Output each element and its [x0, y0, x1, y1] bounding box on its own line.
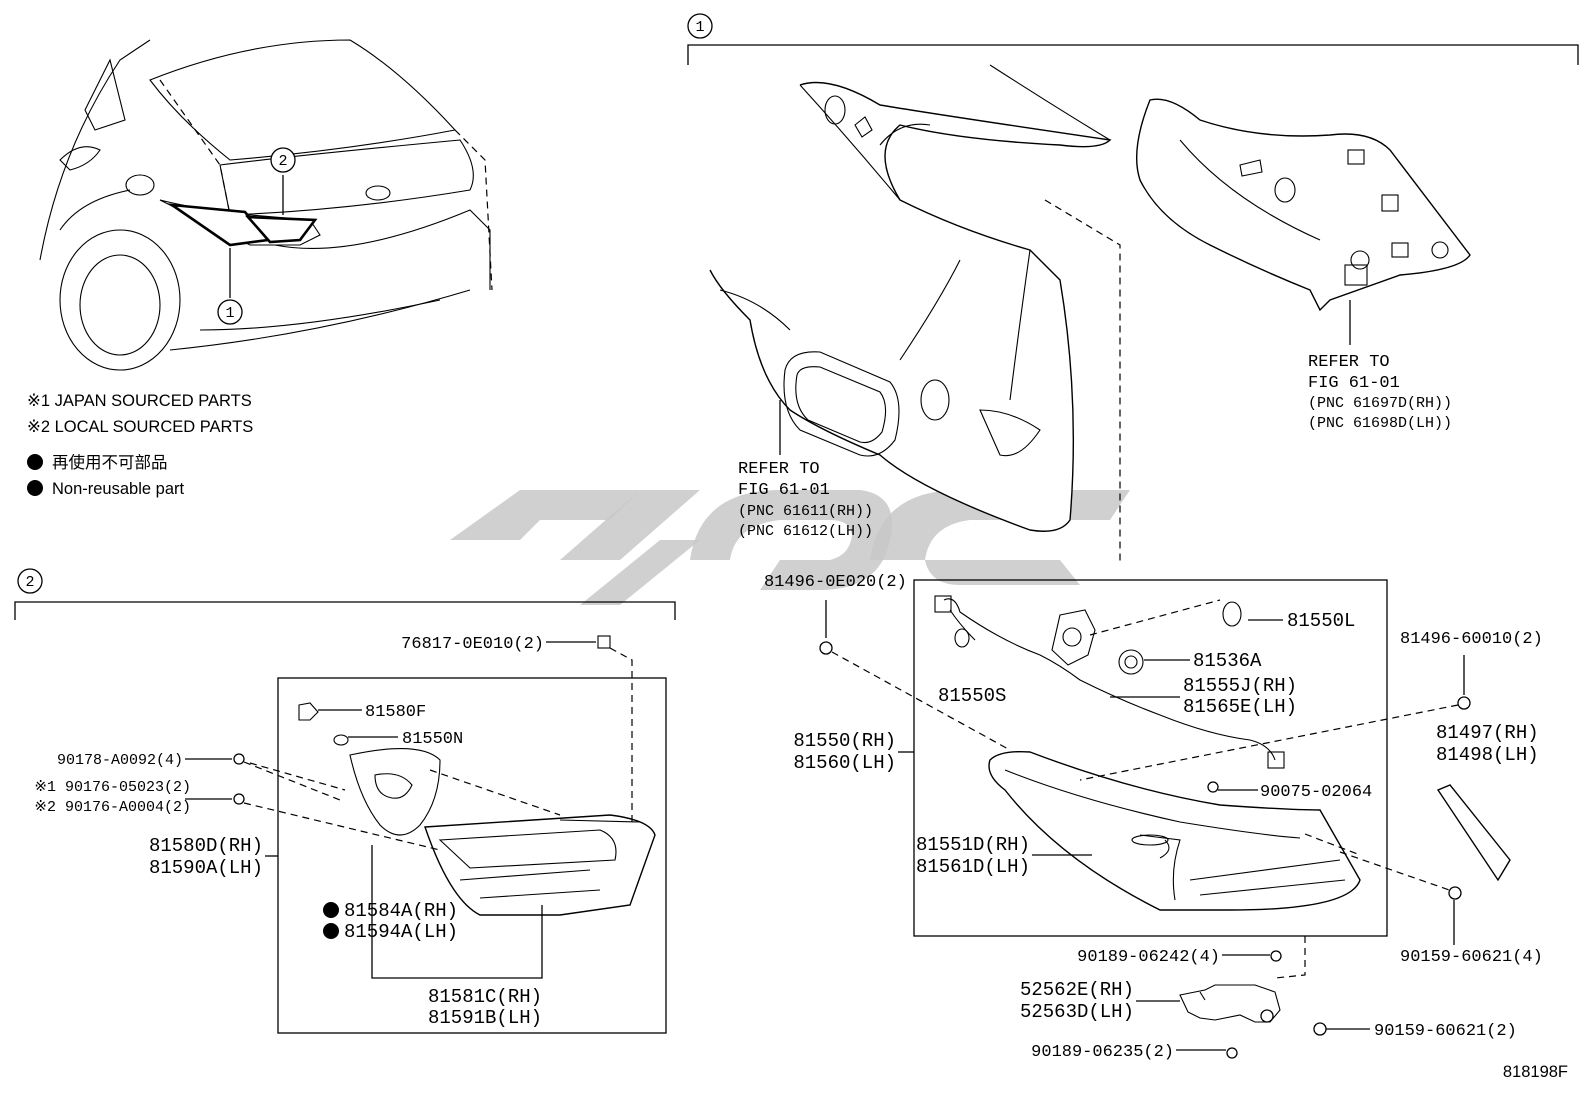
- label-81565E: 81565E(LH): [1183, 696, 1297, 718]
- trunk-body-panel: [709, 64, 1121, 565]
- label-81591B: 81591B(LH): [428, 1007, 542, 1029]
- nonreusable-dot-icon: [323, 902, 339, 918]
- label-76817: 76817-0E010(2): [401, 635, 544, 654]
- label-81497: 81497(RH): [1436, 722, 1539, 744]
- callout-1-car: 1: [225, 305, 234, 322]
- label-81594A: 81594A(LH): [344, 921, 458, 943]
- section-2-header: 2: [14, 568, 676, 620]
- ref-upper-right-line1: REFER TO: [1308, 353, 1390, 372]
- outer-lamp-box: [913, 579, 1388, 937]
- diagram-id: 818198F: [1503, 1063, 1568, 1081]
- label-81551D: 81551D(RH): [916, 834, 1030, 856]
- label-81561D: 81561D(LH): [916, 856, 1030, 878]
- ref-upper-right-line4: (PNC 61698D(LH)): [1308, 415, 1452, 432]
- label-81590A: 81590A(LH): [149, 857, 263, 879]
- note-japan-sourced: ※1 JAPAN SOURCED PARTS: [27, 392, 252, 410]
- ref-upper-right-line3: (PNC 61697D(RH)): [1308, 395, 1452, 412]
- outer-lamp-assembly: [934, 595, 1511, 1023]
- label-90159-b: 90159-60621(2): [1374, 1022, 1517, 1041]
- label-81536A: 81536A: [1193, 650, 1262, 672]
- label-90189-06242: 90189-06242(4): [1077, 948, 1220, 967]
- section-1-leaders: [819, 599, 1465, 1059]
- label-90176-japan: ※1 90176-05023(2): [34, 779, 191, 796]
- label-81550RH: 81550(RH): [793, 730, 896, 752]
- ref-middle-line1: REFER TO: [738, 460, 820, 479]
- label-90159-a: 90159-60621(4): [1400, 948, 1543, 967]
- ref-upper-right-line2: FIG 61-01: [1308, 374, 1400, 393]
- inner-lamp-assembly: [298, 702, 656, 916]
- note-local-sourced: ※2 LOCAL SOURCED PARTS: [27, 418, 253, 436]
- nonreusable-dot-icon: [27, 454, 43, 470]
- legend: ※1 JAPAN SOURCED PARTS ※2 LOCAL SOURCED …: [27, 392, 253, 498]
- label-81550L: 81550L: [1287, 610, 1355, 632]
- nonreusable-dot-icon: [27, 480, 43, 496]
- section-1-callout: 1: [695, 19, 704, 36]
- label-90075: 90075-02064: [1260, 783, 1372, 802]
- label-90176-local: ※2 90176-A0004(2): [34, 799, 191, 816]
- label-52562E: 52562E(RH): [1020, 979, 1134, 1001]
- section-1-header: 1: [687, 13, 1579, 65]
- ref-upper-right: REFER TO FIG 61-01 (PNC 61697D(RH)) (PNC…: [1308, 353, 1452, 432]
- quarter-panel-inner: [1136, 98, 1471, 345]
- note-nonreusable-en: Non-reusable part: [52, 480, 184, 498]
- label-81581C: 81581C(RH): [428, 986, 542, 1008]
- label-81498: 81498(LH): [1436, 744, 1539, 766]
- note-nonreusable-jp: 再使用不可部品: [52, 453, 168, 472]
- label-81550S: 81550S: [938, 685, 1006, 707]
- label-90178: 90178-A0092(4): [57, 752, 183, 769]
- label-81580D: 81580D(RH): [149, 835, 263, 857]
- ref-middle-line3: (PNC 61611(RH)): [738, 503, 873, 520]
- section-2-callout: 2: [25, 574, 34, 591]
- ref-middle-line4: (PNC 61612(LH)): [738, 523, 873, 540]
- label-81560LH: 81560(LH): [793, 752, 896, 774]
- label-81555J: 81555J(RH): [1183, 675, 1297, 697]
- label-81584A: 81584A(RH): [344, 900, 458, 922]
- label-81496-0E020: 81496-0E020(2): [764, 573, 907, 592]
- nonreusable-dot-icon: [323, 923, 339, 939]
- callout-2-car: 2: [278, 153, 287, 170]
- car-rear-view: 1 2: [39, 39, 493, 371]
- label-81580F: 81580F: [365, 703, 426, 722]
- ref-middle-line2: FIG 61-01: [738, 481, 830, 500]
- ref-middle: REFER TO FIG 61-01 (PNC 61611(RH)) (PNC …: [738, 400, 873, 540]
- label-90189-06235: 90189-06235(2): [1031, 1043, 1174, 1062]
- label-81496-60010: 81496-60010(2): [1400, 630, 1543, 649]
- label-52563D: 52563D(LH): [1020, 1001, 1134, 1023]
- label-81550N: 81550N: [402, 730, 463, 749]
- section-2-leaders: [185, 635, 633, 979]
